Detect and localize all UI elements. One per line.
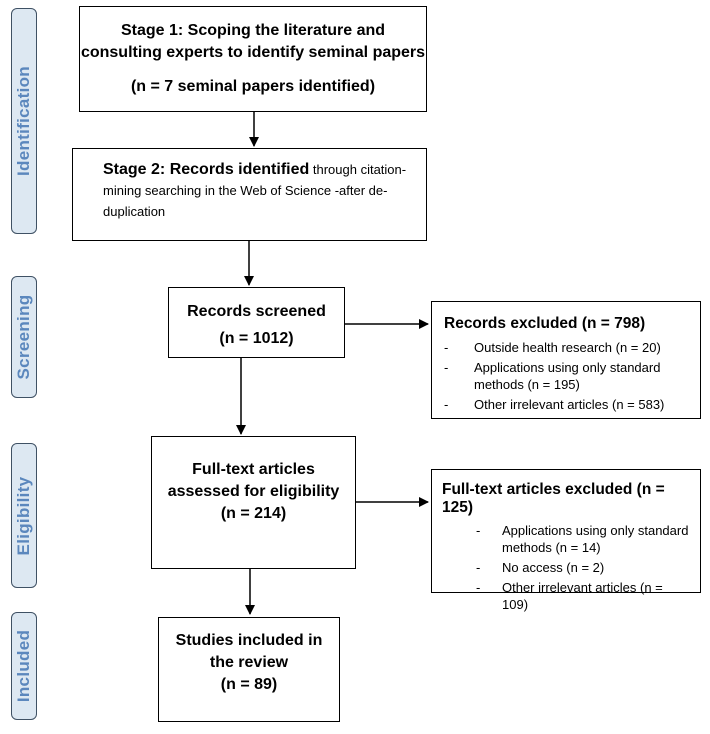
included-line2: the review — [209, 654, 289, 671]
screened-count: (n = 1012) — [219, 330, 294, 347]
phase-eligibility: Eligibility — [11, 443, 37, 588]
stage1-box: Stage 1: Scoping the literature and cons… — [79, 6, 427, 112]
screened-box: Records screened (n = 1012) — [168, 287, 345, 358]
phase-identification: Identification — [11, 8, 37, 234]
fulltext-count: (n = 214) — [220, 505, 287, 522]
included-line1: Studies included in — [175, 632, 323, 649]
stage2-title: Stage 2: Records identified — [103, 161, 310, 178]
included-box: Studies included in the review (n = 89) — [158, 617, 340, 722]
list-item: -Outside health research (n = 20) — [444, 340, 661, 355]
list-item: -Other irrelevant articles (n = 583) — [444, 397, 665, 412]
stage1-count: (n = 7 seminal papers identified) — [130, 78, 376, 95]
fulltext-line1: Full-text articles — [192, 461, 315, 478]
stage1-title-line1: Stage 1: Scoping the literature and — [120, 22, 386, 39]
fulltext-box: Full-text articles assessed for eligibil… — [151, 436, 356, 569]
list-item: -Applications using only standard method… — [476, 523, 689, 555]
list-item: -Other irrelevant articles (n = 109) — [476, 580, 663, 612]
excluded-box: Records excluded (n = 798) -Outside heal… — [431, 301, 701, 419]
phase-included: Included — [11, 612, 37, 720]
stage2-box: Stage 2: Records identified through cita… — [72, 148, 427, 241]
screened-title: Records screened — [187, 303, 326, 320]
fulltext-excluded-list: -Applications using only standard method… — [442, 522, 692, 613]
fulltext-excluded-box: Full-text articles excluded (n = 125) -A… — [431, 469, 701, 612]
list-item: -Applications using only standard method… — [444, 360, 661, 392]
phase-screening: Screening — [11, 276, 37, 398]
list-item: -No access (n = 2) — [476, 560, 605, 575]
excluded-list: -Outside health research (n = 20) -Appli… — [444, 339, 690, 413]
stage2-text: through citation-mining searching in the… — [103, 162, 407, 219]
included-count: (n = 89) — [220, 676, 278, 693]
excluded-title: Records excluded (n = 798) — [444, 315, 646, 332]
fulltext-line2: assessed for eligibility — [167, 483, 340, 500]
stage1-title-line2: consulting experts to identify seminal p… — [80, 44, 426, 61]
fulltext-excluded-title: Full-text articles excluded (n = 125) — [442, 481, 665, 516]
